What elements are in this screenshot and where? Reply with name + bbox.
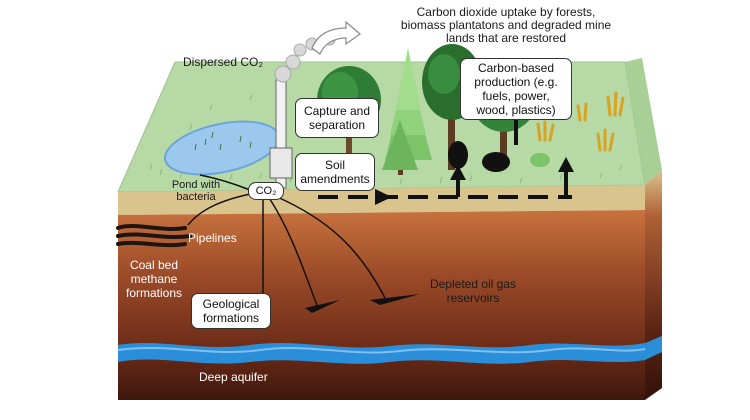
capture-unit	[269, 147, 293, 179]
geological-formations-box: Geological formations	[191, 293, 271, 329]
capture-separation-box: Capture and separation	[295, 98, 379, 138]
reed-plant-icon	[536, 91, 625, 152]
smoke-cloud-icon	[274, 34, 336, 83]
uptake-arrowhead-2	[558, 157, 574, 172]
pipelines-label: Pipelines	[188, 231, 237, 245]
dispersed-co2-label: Dispersed CO₂	[183, 55, 264, 69]
deep-aquifer-label: Deep aquifer	[199, 370, 268, 384]
pond-reeds	[194, 131, 252, 151]
uptake-arrows	[456, 118, 568, 197]
dispersal-arrow	[311, 20, 361, 55]
deep-aquifer-band	[118, 336, 662, 364]
tree-icon	[382, 120, 418, 175]
pond-label: Pond with bacteria	[171, 179, 221, 203]
co2-box: CO₂	[248, 182, 284, 200]
flow-arrowhead	[375, 189, 392, 205]
carbon-production-box: Carbon-based production (e.g. fuels, pow…	[460, 58, 572, 120]
coal-bed-label: Coal bed methane formations	[125, 258, 183, 300]
biomass-stumps	[448, 141, 510, 172]
block-right-top	[625, 58, 662, 185]
block-right-side	[645, 170, 662, 400]
aquifer-highlight	[117, 346, 646, 354]
reservoir-wedge-1	[305, 300, 340, 313]
uptake-title: Carbon dioxide uptake by forests, biomas…	[400, 5, 612, 45]
reservoir-wedge-2	[370, 294, 420, 305]
soil-amendments-box: Soil amendments	[295, 153, 375, 191]
uptake-arrowhead-1	[450, 165, 466, 180]
coal-seams	[116, 224, 192, 248]
depleted-reservoirs-label: Depleted oil gas reservoirs	[429, 277, 517, 305]
